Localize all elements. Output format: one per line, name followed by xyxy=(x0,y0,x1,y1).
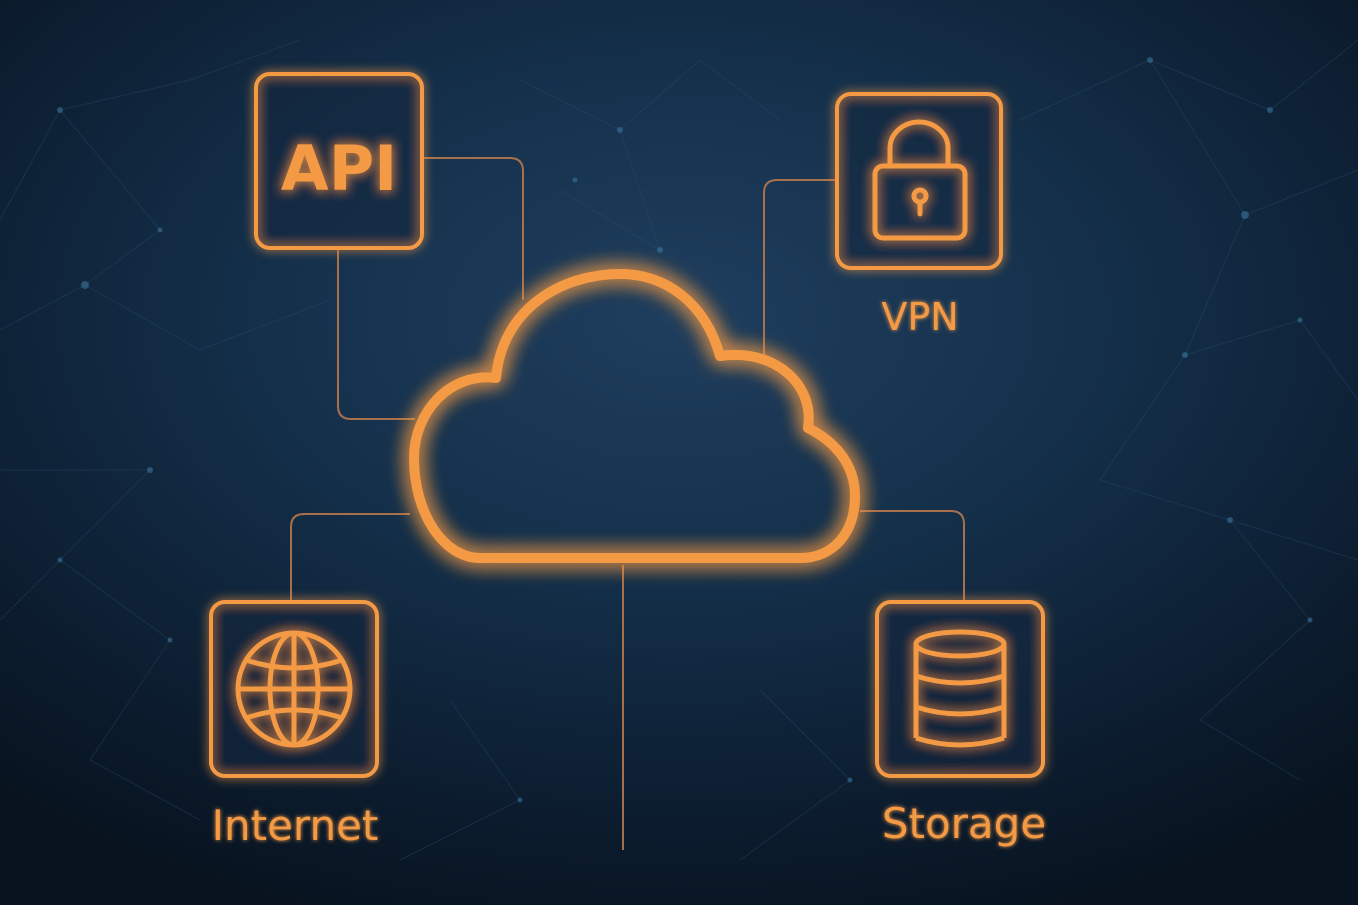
padlock-icon xyxy=(872,119,968,241)
storage-node[interactable] xyxy=(875,600,1045,778)
edge-api-cloud-right xyxy=(422,157,524,300)
connector-lines xyxy=(290,157,965,850)
storage-label: Storage xyxy=(882,799,1046,848)
internet-label: Internet xyxy=(212,801,379,850)
globe-icon xyxy=(235,630,353,748)
database-icon xyxy=(913,629,1007,748)
vpn-label: VPN xyxy=(881,295,958,339)
storage-box xyxy=(875,600,1045,778)
cloud-node[interactable] xyxy=(409,269,860,563)
edge-storage-cloud xyxy=(860,510,965,602)
edge-api-cloud-down xyxy=(337,248,415,420)
edge-internet-cloud xyxy=(290,513,410,602)
vpn-node[interactable] xyxy=(835,92,1003,270)
vpn-box xyxy=(835,92,1003,270)
internet-node[interactable] xyxy=(209,600,379,778)
edge-vpn-cloud xyxy=(763,179,836,355)
background-network xyxy=(0,39,1358,861)
api-text-icon: API xyxy=(281,132,398,205)
api-box xyxy=(254,72,424,250)
api-node[interactable]: API xyxy=(254,72,424,250)
background-nodes xyxy=(57,57,1313,803)
cloud-icon xyxy=(409,269,860,563)
